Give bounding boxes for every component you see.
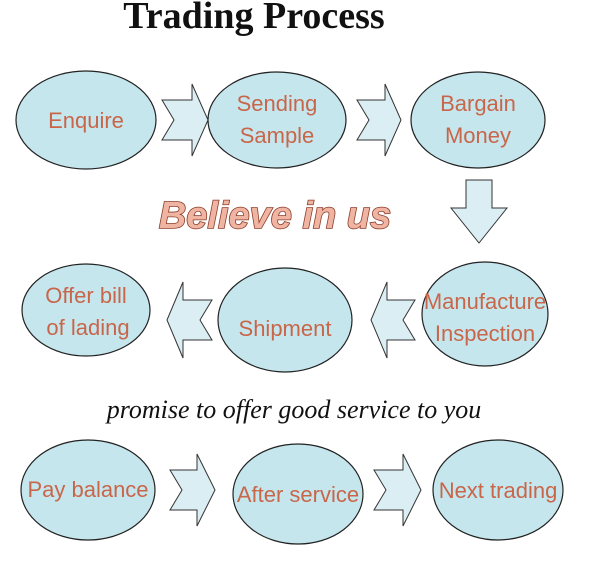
node-pay-balance-label: Pay balance (27, 477, 148, 502)
node-offer-bill-of-lading: Offer bill of lading (21, 263, 151, 357)
node-shipment: Shipment (217, 267, 353, 373)
node-bargain-money: Bargain Money (410, 71, 546, 169)
node-manufacture-label-1: Manufacture (424, 289, 546, 314)
tagline-promise: promise to offer good service to you (105, 395, 482, 424)
slogan-believe-in-us: Believe in us (159, 195, 391, 237)
node-sending-sample: Sending Sample (207, 71, 347, 169)
arrow-bargain-money-to-manufacture (449, 179, 509, 244)
node-sending-sample-label-2: Sample (240, 123, 315, 148)
node-shipment-label: Shipment (239, 316, 332, 341)
node-next-trading: Next trading (432, 439, 564, 541)
diagram-title: Trading Process (123, 0, 384, 37)
node-bargain-money-label-1: Bargain (440, 91, 516, 116)
node-after-service: After service (232, 443, 364, 545)
node-sending-sample-label-1: Sending (237, 91, 318, 116)
node-after-service-label: After service (237, 482, 359, 507)
node-manufacture-label-2: Inspection (435, 321, 535, 346)
node-pay-balance: Pay balance (20, 439, 156, 541)
node-enquire: Enquire (15, 70, 157, 170)
node-offer-bill-label-2: of lading (46, 315, 129, 340)
arrow-shipment-to-offer-bill (166, 281, 213, 359)
node-offer-bill-label-1: Offer bill (45, 283, 127, 308)
node-bargain-money-label-2: Money (445, 123, 511, 148)
arrow-sending-sample-to-bargain-money (356, 83, 402, 157)
arrow-enquire-to-sending-sample (161, 83, 209, 157)
node-enquire-label: Enquire (48, 108, 124, 133)
node-manufacture-inspection: Manufacture Inspection (421, 261, 549, 367)
arrow-after-service-to-next-trading (373, 453, 422, 527)
node-next-trading-label: Next trading (439, 478, 558, 503)
arrow-manufacture-to-shipment (370, 281, 416, 359)
arrow-pay-balance-to-after-service (169, 453, 216, 527)
